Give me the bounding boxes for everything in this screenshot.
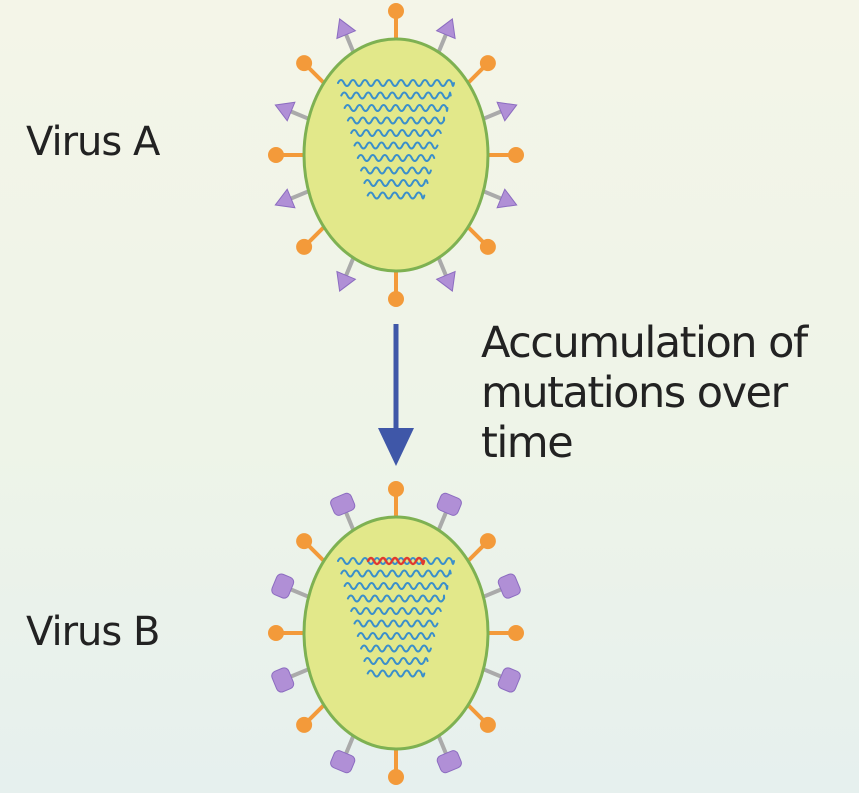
rna-strand [350,129,442,137]
rna-strand [346,116,446,125]
box-protein-icon [436,750,462,774]
triangle-protein-icon [435,270,456,292]
triangle-protein-icon [496,188,518,209]
orange-protein [388,3,404,19]
triangle-protein-icon [435,18,456,40]
triangle-protein-icon [274,101,296,122]
triangle-protein-icon [336,18,357,40]
orange-protein [388,291,404,307]
rna-strand [343,582,449,590]
rna-strand [353,141,439,150]
rna-strand [350,607,442,615]
orange-protein [296,533,313,550]
box-protein-icon [497,573,521,599]
box-protein-icon [271,573,295,599]
box-protein-icon [436,492,462,516]
virus-a-label: Virus A [26,119,160,165]
box-protein-icon [271,667,295,693]
rna-strand [363,179,429,187]
orange-protein [388,481,404,497]
orange-protein [508,147,524,163]
virus-b-label: Virus B [26,609,160,655]
rna-strand [340,91,452,100]
virus-a-illustration [268,3,524,307]
arrow-head [378,428,414,466]
box-protein-icon [330,492,356,516]
virus-b-illustration [268,481,524,785]
orange-protein [479,55,496,72]
rna-strand [366,669,426,678]
orange-protein [268,147,284,163]
orange-protein [508,625,524,641]
down-arrow-icon [378,324,414,466]
rna-strand [353,619,439,628]
rna-strand [356,154,436,162]
mutation-caption: Accumulation of mutations over time [481,318,808,468]
rna-strand [340,569,452,578]
orange-protein [479,716,496,733]
triangle-protein-icon [274,188,296,209]
caption-line-1: Accumulation of [481,318,808,368]
box-protein-icon [497,667,521,693]
rna-strand [356,632,436,640]
triangle-protein-icon [496,101,518,122]
box-protein-icon [330,750,356,774]
orange-protein [296,716,313,733]
rna-strand [366,191,426,200]
rna-strand [360,166,432,175]
orange-protein [388,769,404,785]
triangle-protein-icon [336,270,357,292]
rna-strand [346,594,446,603]
orange-protein [268,625,284,641]
caption-line-3: time [481,418,574,468]
rna-strand [360,644,432,653]
rna-strand [343,104,449,112]
mutation-segment [366,556,426,566]
orange-protein [296,238,313,255]
caption-line-2: mutations over [481,368,788,418]
rna-strand [363,657,429,665]
orange-protein [479,533,496,550]
rna-strand [337,79,455,87]
orange-protein [479,238,496,255]
orange-protein [296,55,313,72]
